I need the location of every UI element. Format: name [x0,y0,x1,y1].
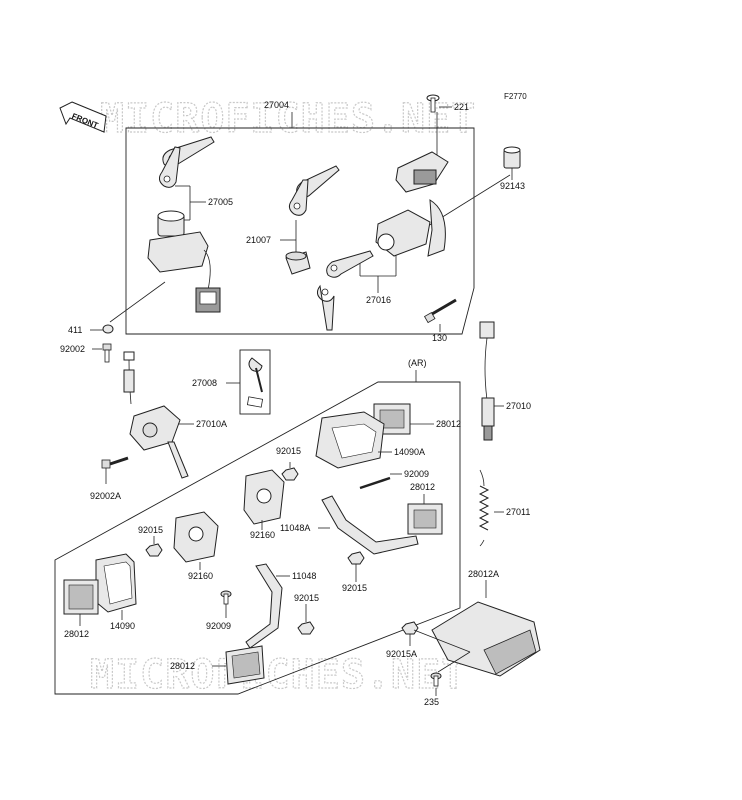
label-28012-bottom: 28012 [170,661,195,671]
washer-411 [102,324,114,334]
collar-92143 [503,146,521,169]
plate-92160-right [243,469,285,530]
nut-92015-a [281,462,299,481]
label-92143: 92143 [500,181,525,191]
label-27004: 27004 [264,100,289,110]
watermark-bottom: MICROFICHES.NET [90,652,466,698]
bracket-14090A [315,411,392,469]
bracket-14090 [95,553,137,620]
bracket-11048A [318,495,419,555]
label-92009-a: 92009 [404,469,429,479]
part-labels: 27004 221 92143 27005 21007 27016 411 92… [60,100,531,707]
tail-light-28012A [431,580,541,677]
bolt-221 [426,94,440,113]
label-28012A: 28012A [468,569,499,579]
label-27016: 27016 [366,295,391,305]
key-27008 [226,349,271,415]
label-411: 411 [68,325,82,335]
label-14090A: 14090A [394,447,425,457]
label-27008: 27008 [192,378,217,388]
label-92002A: 92002A [90,491,121,501]
bolt-92009-a [359,473,402,490]
reflector-28012-left [63,579,99,626]
sensor-27010 [479,321,504,441]
sensor-27010A [123,351,194,479]
label-92015A: 92015A [386,649,417,659]
label-27010A: 27010A [196,419,227,429]
label-92002: 92002 [60,344,85,354]
ignition-switch-27005 [147,210,221,313]
label-92160-left: 92160 [188,571,213,581]
leader-lines-top [90,106,513,350]
key-27005 [158,136,215,188]
ar-group-frame [54,381,461,695]
label-11048A: 11048A [280,523,310,533]
watermark-top: MICROFICHES.NET [100,96,476,142]
ignition-set-frame [125,127,475,335]
label-27005: 27005 [208,197,233,207]
nut-92015-c [347,551,365,582]
label-221: 221 [454,102,469,112]
bolt-92009-b [220,590,232,618]
label-21007: 21007 [246,235,271,245]
label-14090: 14090 [110,621,135,631]
spring-27011 [478,469,504,547]
label-27010: 27010 [506,401,531,411]
bolt-235 [430,672,442,696]
label-92015-d: 92015 [294,593,319,603]
reflector-28012-bottom [212,645,265,685]
label-28012-mid: 28012 [410,482,435,492]
label-92160-right: 92160 [250,530,275,540]
label-27011: 27011 [506,507,530,517]
label-28012-left: 28012 [64,629,89,639]
label-92009-b: 92009 [206,621,231,631]
nut-92015-d [297,604,315,635]
label-11048: 11048 [292,571,316,581]
label-130: 130 [432,333,447,343]
key-21007 [285,165,340,275]
label-92015-c: 92015 [342,583,367,593]
figure-code: F2770 [504,92,527,101]
label-235: 235 [424,697,439,707]
label-group-ar: (AR) [408,358,427,368]
bolt-92002A [101,456,129,484]
label-28012-top: 28012 [436,419,461,429]
nut-92015-b [145,536,163,557]
reflector-28012-mid [407,494,443,535]
bracket-11048 [245,563,290,649]
label-92015-b: 92015 [138,525,163,535]
label-92015-a: 92015 [276,446,301,456]
key-27016 [316,250,374,331]
bolt-130 [423,298,457,324]
bolt-92002 [102,343,112,363]
seat-lock-27016 [375,151,449,257]
nut-92015A [401,621,471,673]
plate-92160-left [173,511,219,570]
